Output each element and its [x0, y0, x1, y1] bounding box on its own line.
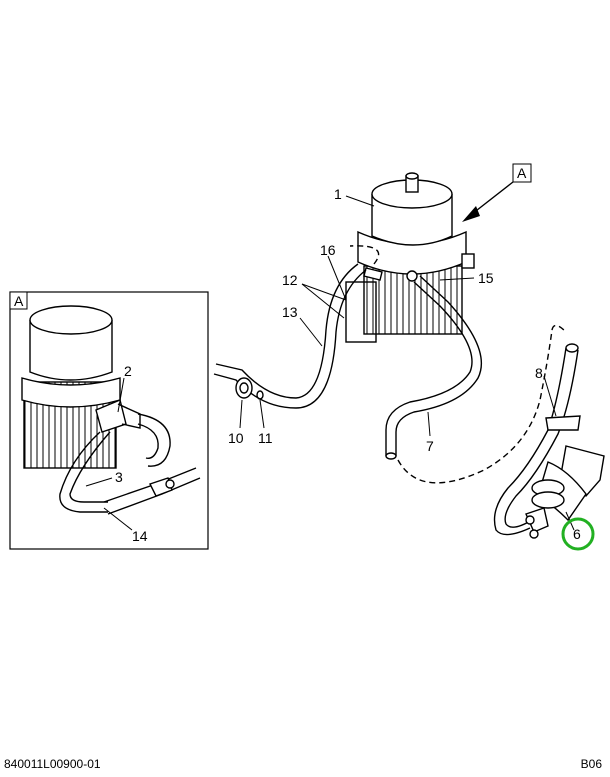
detail-frame — [9, 291, 209, 550]
view-a-letter: A — [517, 165, 527, 181]
callout-11: 11 — [258, 430, 273, 446]
detail-label-box — [9, 291, 28, 310]
main-hoses — [213, 245, 581, 536]
detail-view-letter: A — [14, 293, 24, 309]
callout-14: 14 — [132, 528, 148, 544]
drawing-number: 840011L00900-01 — [4, 757, 101, 771]
view-arrow — [462, 181, 514, 222]
detail-view-a: A — [9, 291, 209, 550]
callout-labels: 1 2 3 6 7 8 10 11 12 13 14 15 16 — [115, 186, 581, 544]
callout-3: 3 — [115, 469, 123, 485]
callout-6-highlight-ring — [561, 517, 595, 551]
view-a-label-box — [512, 163, 532, 183]
callout-8: 8 — [535, 365, 543, 381]
filter-canister — [345, 172, 475, 343]
callout-7: 7 — [426, 438, 434, 454]
callout-12: 12 — [282, 272, 298, 288]
callout-6: 6 — [573, 526, 581, 542]
detail-filter-canister — [21, 305, 121, 469]
callout-13: 13 — [282, 304, 298, 320]
detail-hoses — [59, 399, 201, 515]
main-leader-lines — [239, 195, 575, 531]
detail-leader-lines — [85, 377, 133, 531]
callout-2: 2 — [124, 363, 132, 379]
callout-1: 1 — [334, 186, 342, 202]
callout-16: 16 — [320, 242, 336, 258]
elbow-valve-assembly — [525, 445, 605, 539]
callout-15: 15 — [478, 270, 494, 286]
main-view: A — [213, 163, 605, 551]
callout-10: 10 — [228, 430, 244, 446]
sheet-code: B06 — [580, 757, 602, 771]
